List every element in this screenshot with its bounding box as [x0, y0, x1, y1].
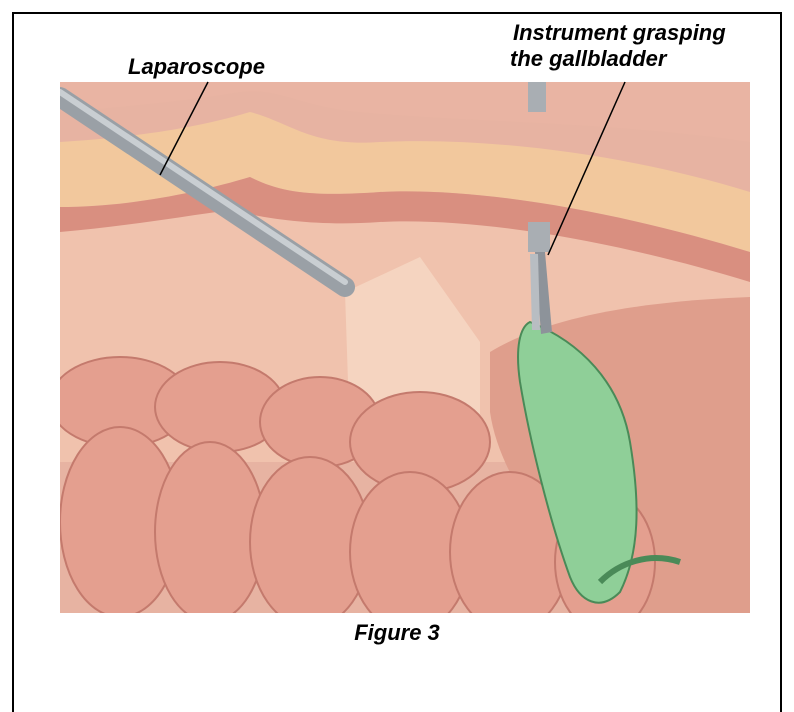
laparoscope-leader-line [160, 82, 208, 175]
instrument-label-line2: the gallbladder [510, 46, 666, 72]
figure-caption: Figure 3 [0, 620, 794, 646]
instrument-label-line1: Instrument grasping [513, 20, 726, 46]
instrument-leader-line [548, 82, 625, 255]
laparoscope-label: Laparoscope [128, 54, 265, 80]
